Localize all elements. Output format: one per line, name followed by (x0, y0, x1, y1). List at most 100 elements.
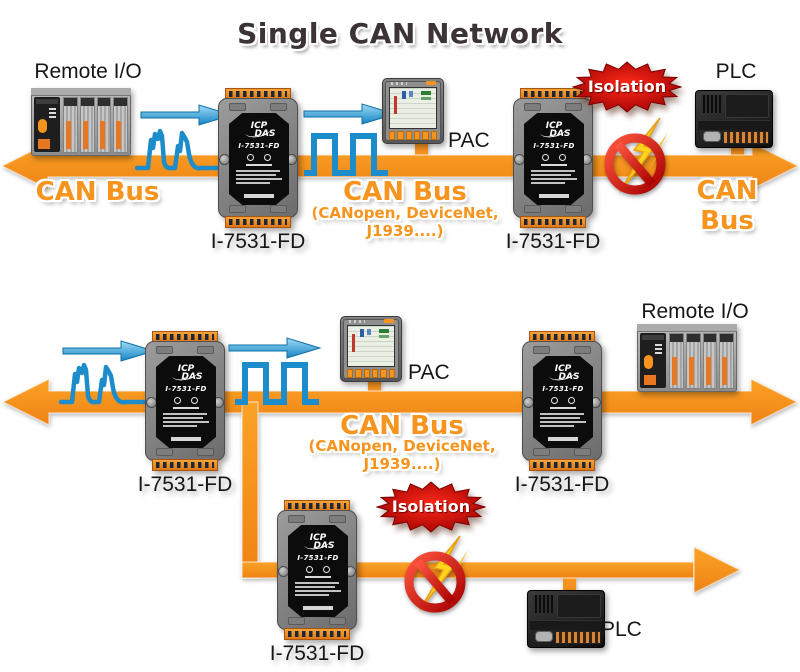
repeater-device: ICP DAS I-7531-FD I-7531-FD (506, 88, 600, 253)
pac-function-keys (347, 369, 395, 378)
io-slot (685, 333, 701, 389)
no-surge-icon (402, 534, 480, 616)
can-bus-label-right: CAN Bus (696, 176, 758, 236)
subtitle-bar (173, 407, 199, 409)
led-icon (323, 566, 330, 573)
io-slots (63, 97, 128, 153)
isolation-badge: Isolation (376, 480, 486, 534)
db9-connector-icon (535, 631, 553, 642)
signal-arrow-2 (303, 102, 397, 125)
terminal-screws (288, 503, 346, 509)
clean-signal-icon (301, 128, 391, 180)
starburst-icon (376, 481, 486, 533)
signal-arrow-4 (228, 336, 322, 359)
vent-slot (533, 448, 550, 456)
isolation-label: Isolation (391, 497, 471, 516)
rio-cpu-module (640, 333, 666, 388)
distorted-signal-icon (59, 360, 153, 406)
logo-line1: ICP (554, 364, 572, 374)
icpdas-logo: ICP DAS (288, 534, 348, 552)
repeater-device: ICP DAS I-7531-FD I-7531-FD (138, 331, 232, 496)
led-icon (306, 566, 313, 573)
feature-lines (236, 170, 282, 184)
distorted-signal-2 (59, 360, 153, 405)
rio-topbar (31, 88, 131, 96)
io-slot (719, 333, 734, 389)
vent-slot (533, 346, 550, 354)
signal-arrow-3 (62, 339, 156, 362)
logo-line2: DAS (181, 372, 203, 382)
vent-slot (288, 617, 305, 625)
repeater-faceplate: ICP DAS I-7531-FD (524, 113, 584, 205)
can-bus-protocols-label-2: (CANopen, DeviceNet, J1939....) (308, 437, 496, 473)
repeater-body: ICP DAS I-7531-FD (513, 98, 593, 218)
vent-slot (270, 103, 287, 111)
vent-slot (156, 448, 173, 456)
rotary-switch-icon (644, 355, 653, 369)
pac-device (340, 316, 402, 382)
signal-arrow-1 (140, 103, 236, 126)
pac-logo (384, 319, 394, 323)
vent-slot (574, 346, 591, 354)
repeater-body: ICP DAS I-7531-FD (522, 341, 602, 461)
screw-icon (219, 154, 230, 165)
vent-slot (288, 515, 305, 523)
feature-lines (163, 413, 209, 427)
plc-vents (701, 95, 723, 113)
plc-device (695, 90, 773, 148)
pac-function-keys (389, 131, 437, 140)
isolation-bar (171, 437, 201, 441)
logo-line1: ICP (177, 364, 195, 374)
pac-label-2: PAC (408, 361, 450, 384)
rio-topbar (637, 324, 737, 332)
page-title: Single CAN Network (237, 17, 563, 50)
lightning-bolt-icon (619, 117, 661, 193)
repeater-label: I-7531-FD (137, 473, 233, 496)
led-icon (559, 154, 566, 161)
plc-cover (557, 594, 601, 618)
led-icon (568, 397, 575, 404)
terminal-block (152, 459, 218, 471)
vent-slot (329, 515, 346, 523)
vent-slot (565, 103, 582, 111)
terminal-screws (156, 462, 214, 468)
led-row (524, 154, 584, 161)
terminal-block (284, 628, 350, 640)
vent-slot (329, 617, 346, 625)
subtitle-bar (246, 164, 272, 166)
prohibition-ring (604, 133, 666, 195)
screw-icon (523, 397, 534, 408)
repeater-device: ICP DAS I-7531-FD I-7531-FD (270, 500, 364, 665)
led-row (288, 566, 348, 573)
screw-icon (514, 154, 525, 165)
repeater-label: I-7531-FD (210, 230, 306, 253)
terminal-screws (156, 334, 214, 340)
clean-signal-1 (301, 128, 391, 178)
connector-icon (644, 375, 656, 385)
rio-cpu-module (34, 97, 60, 152)
repeater-body: ICP DAS I-7531-FD (145, 341, 225, 461)
terminal-screws (288, 631, 346, 637)
icpdas-logo: ICP DAS (524, 122, 584, 140)
isolation-bar (303, 606, 333, 610)
can-bus-label-bottom: CAN Bus (340, 411, 464, 441)
led-row (156, 397, 216, 404)
terminal-block (225, 216, 291, 228)
can-bus-label-left: CAN Bus (35, 177, 160, 207)
pac-screen (389, 87, 437, 129)
repeater-faceplate: ICP DAS I-7531-FD (288, 525, 348, 617)
led-icon (264, 154, 271, 161)
icpdas-logo: ICP DAS (533, 364, 593, 383)
repeater-label: I-7531-FD (269, 642, 365, 665)
led-row (229, 154, 289, 161)
plc-label: PLC (715, 60, 757, 83)
vent-slot (156, 346, 173, 354)
db9-connector-icon (703, 131, 721, 142)
plc-vents (533, 595, 555, 613)
led-icon (174, 397, 181, 404)
io-slot (79, 97, 95, 153)
vent-slot (229, 205, 246, 213)
vent-slot (270, 205, 287, 213)
logo-line2: DAS (254, 129, 276, 139)
model-text: I-7531-FD (297, 554, 339, 562)
